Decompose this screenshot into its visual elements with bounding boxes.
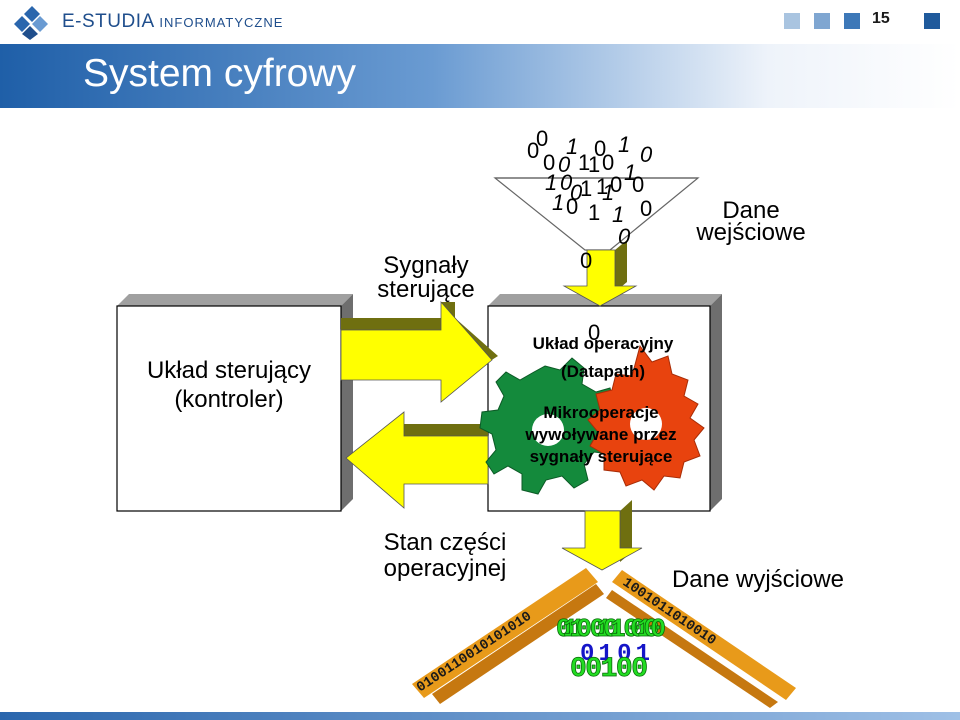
svg-text:0: 0 bbox=[543, 150, 555, 175]
title-band bbox=[0, 44, 960, 108]
header-bar: E-STUDIA INFORMATYCZNE 15 bbox=[0, 0, 960, 44]
datapath-box-side bbox=[710, 294, 722, 511]
green-gear-icon bbox=[479, 357, 617, 495]
svg-text:0: 0 bbox=[640, 142, 653, 167]
input-arrow-shadow bbox=[615, 240, 627, 292]
svg-text:0110 0101 00100: 0110 0101 00100 bbox=[556, 614, 666, 644]
controller-box-top bbox=[117, 294, 353, 306]
svg-text:0: 0 bbox=[566, 194, 578, 219]
controller-box bbox=[116, 305, 342, 512]
brand-name: E-STUDIA INFORMATYCZNE bbox=[62, 11, 284, 32]
header-square-4 bbox=[924, 13, 940, 29]
svg-text:0: 0 bbox=[560, 170, 573, 195]
output-arrow-shadow bbox=[620, 500, 632, 562]
output-data-label: Dane wyjściowe bbox=[671, 566, 845, 593]
input-arrow bbox=[562, 249, 638, 307]
datapath-label: Układ operacyjny (Datapath) bbox=[532, 334, 674, 381]
svg-text:00100: 00100 bbox=[570, 654, 648, 685]
svg-text:0: 0 bbox=[580, 248, 592, 273]
svg-text:0: 0 bbox=[536, 126, 548, 151]
control-signals-arrow bbox=[340, 300, 493, 403]
svg-text:1: 1 bbox=[566, 134, 578, 159]
control-signals-label: Sygnały sterujące bbox=[377, 252, 475, 303]
output-arrow bbox=[561, 510, 643, 571]
svg-text:0: 0 bbox=[588, 320, 600, 345]
svg-text:1: 1 bbox=[612, 202, 624, 227]
svg-text:0: 0 bbox=[602, 150, 614, 175]
red-gear-icon bbox=[587, 344, 705, 491]
e-studia-logo-icon bbox=[14, 6, 48, 40]
svg-text:1: 1 bbox=[624, 160, 636, 185]
svg-text:0: 0 bbox=[594, 136, 606, 161]
svg-text:1: 1 bbox=[596, 174, 608, 199]
input-data-label: Dane wejściowe bbox=[696, 197, 806, 246]
svg-text:1: 1 bbox=[545, 170, 557, 195]
page-number: 15 bbox=[872, 10, 890, 27]
micro-ops-label: Mikrooperacje wywoływane przez sygnały s… bbox=[525, 403, 677, 466]
svg-text:1: 1 bbox=[602, 180, 614, 205]
svg-text:1: 1 bbox=[578, 150, 590, 175]
header-square-2 bbox=[814, 13, 830, 29]
svg-text:0: 0 bbox=[558, 152, 571, 177]
output-stream-middle: 0110 0101 00100 0101 00100 bbox=[556, 614, 667, 686]
svg-text:0: 0 bbox=[527, 138, 539, 163]
svg-text:0: 0 bbox=[570, 180, 583, 205]
svg-text:1: 1 bbox=[588, 152, 600, 177]
svg-text:0: 0 bbox=[610, 172, 622, 197]
slide-title: System cyfrowy bbox=[83, 52, 357, 95]
controller-label: Układ sterujący (kontroler) bbox=[146, 357, 312, 413]
footer-bar bbox=[0, 712, 960, 720]
svg-text:1: 1 bbox=[618, 132, 630, 157]
svg-text:0: 0 bbox=[618, 224, 631, 249]
svg-text:1: 1 bbox=[580, 176, 592, 201]
svg-text:0: 0 bbox=[640, 196, 652, 221]
status-label: Stan części operacyjnej bbox=[383, 529, 507, 582]
header-square-3 bbox=[844, 13, 860, 29]
status-arrow bbox=[345, 411, 489, 509]
svg-text:1: 1 bbox=[588, 200, 600, 225]
header-square-1 bbox=[784, 13, 800, 29]
svg-text:0: 0 bbox=[632, 172, 644, 197]
svg-text:1: 1 bbox=[552, 190, 564, 215]
